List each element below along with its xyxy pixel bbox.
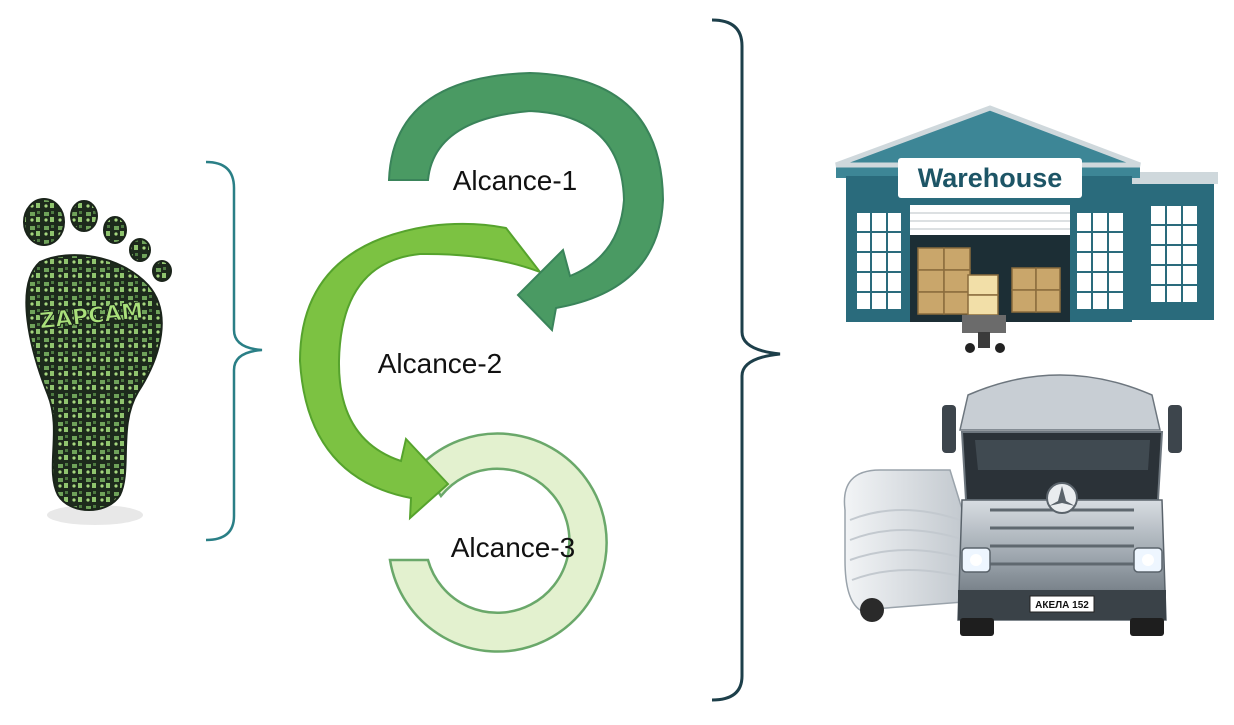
warehouse-icon: Warehouse <box>835 105 1218 353</box>
foot-toe-5 <box>152 260 172 282</box>
right-bracket <box>711 18 781 702</box>
scope-2-label: Alcance-2 <box>378 348 503 379</box>
foot-toe-2 <box>70 200 98 232</box>
foot-toe-3 <box>103 216 127 244</box>
warehouse-sign: Warehouse <box>918 163 1063 193</box>
scope-cycle: Alcance-1 Alcance-2 Alcance-3 <box>298 71 665 653</box>
foot-toe-4 <box>129 238 151 262</box>
scope-1-arrow <box>387 71 665 333</box>
left-bracket <box>205 160 263 542</box>
scope-2-arrow <box>298 222 543 521</box>
truck-plate: АКЕЛА 152 <box>1035 600 1089 611</box>
scope-1-label: Alcance-1 <box>453 165 578 196</box>
footprint-icon: ZAPCAM <box>23 198 172 525</box>
truck-icon: АКЕЛА 152 <box>843 374 1182 636</box>
foot-toe-big <box>23 198 65 246</box>
scope-3-label: Alcance-3 <box>451 532 576 563</box>
foot-sole <box>25 254 163 511</box>
